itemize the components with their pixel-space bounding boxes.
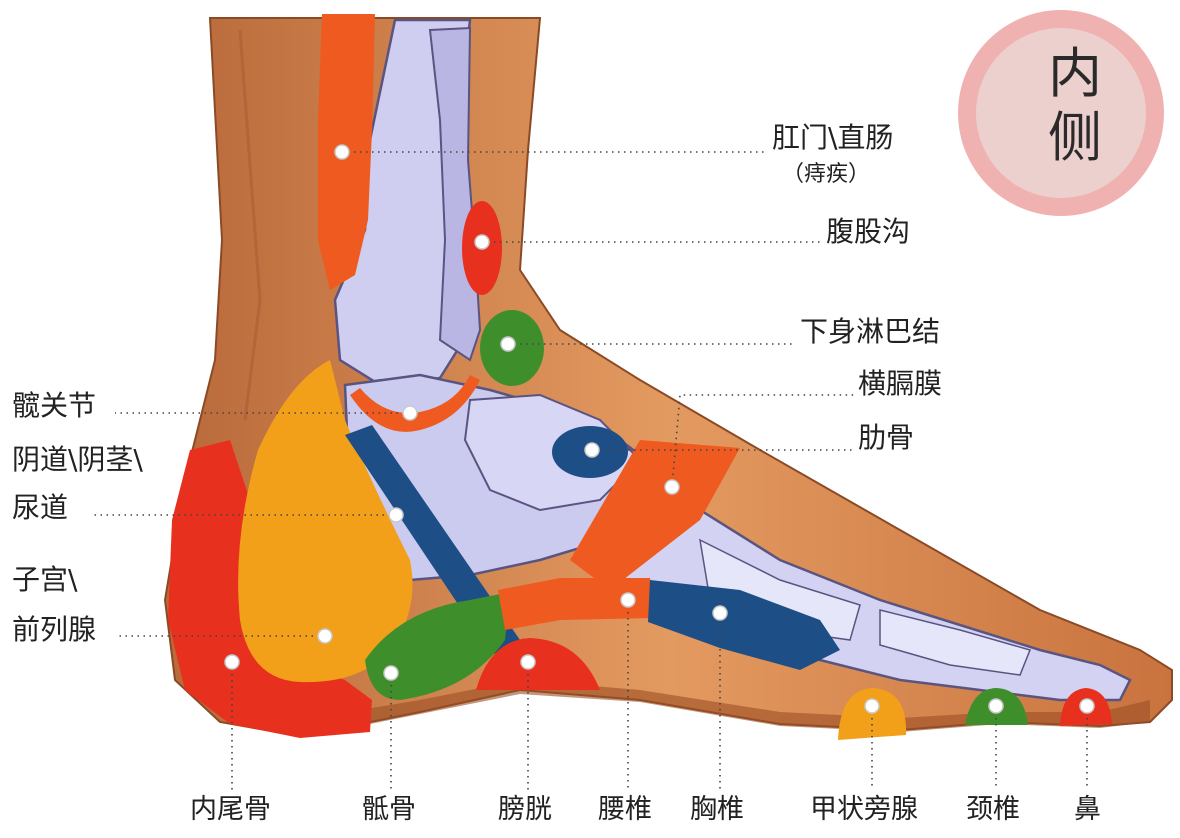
label-diaphragm: 横膈膜 [858, 370, 942, 398]
point-prostate [318, 629, 332, 643]
label-nose: 鼻 [1074, 796, 1101, 823]
label-sacrum: 骶骨 [362, 796, 416, 823]
point-hip-joint [403, 406, 417, 420]
label-groin: 腹股沟 [826, 218, 910, 246]
point-groin [475, 235, 489, 249]
label-bladder: 膀胱 [498, 796, 552, 823]
label-hemorrhoids: （痔疾） [782, 164, 870, 186]
label-anus-rectum: 肛门\直肠 [772, 124, 893, 152]
point-sacrum [384, 666, 398, 680]
title-text: 内侧 [1040, 42, 1110, 170]
point-lumbar [621, 593, 635, 607]
label-lumbar: 腰椎 [598, 796, 652, 823]
label-vagina-penis: 阴道\阴茎\ [12, 446, 143, 474]
label-inner-coccyx: 内尾骨 [190, 796, 271, 823]
label-parathyroid: 甲状旁腺 [810, 796, 918, 823]
label-thoracic: 胸椎 [690, 796, 744, 823]
label-lower-lymph: 下身淋巴结 [800, 318, 940, 346]
point-thoracic [713, 606, 727, 620]
point-lower-lymph [501, 337, 515, 351]
label-cervical: 颈椎 [966, 796, 1020, 823]
label-hip-joint: 髋关节 [12, 392, 96, 420]
point-anus-rectum [335, 145, 349, 159]
point-inner-coccyx [225, 655, 239, 669]
point-urethra [389, 508, 403, 522]
label-prostate: 前列腺 [12, 616, 96, 644]
label-ribs: 肋骨 [858, 424, 914, 452]
point-cervical [989, 699, 1003, 713]
point-nose [1080, 699, 1094, 713]
point-parathyroid [865, 699, 879, 713]
point-diaphragm [665, 480, 679, 494]
label-uterus: 子宫\ [12, 566, 77, 594]
point-bladder [521, 655, 535, 669]
label-urethra: 尿道 [12, 494, 68, 522]
point-ribs [585, 443, 599, 457]
